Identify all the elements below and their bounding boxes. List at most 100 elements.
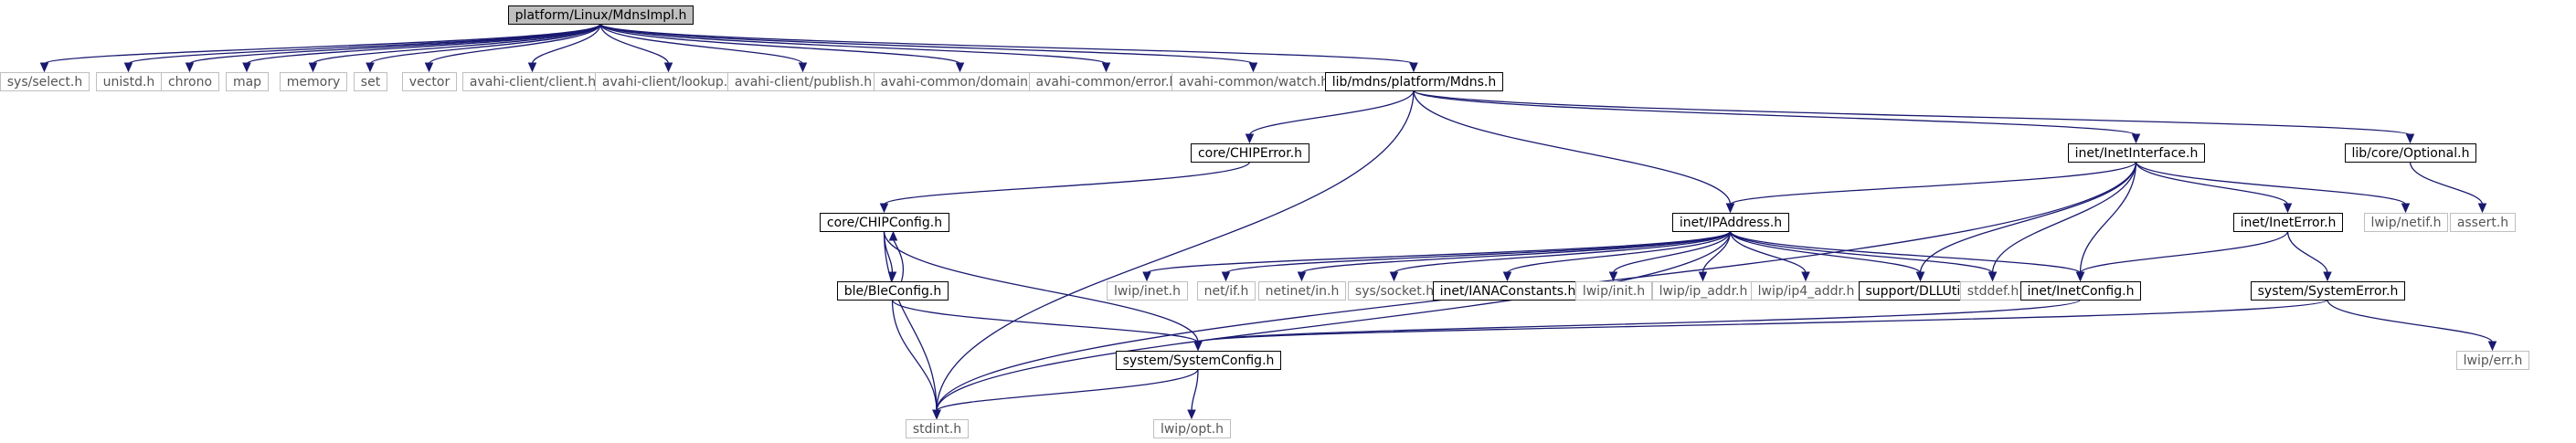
node-stdint: stdint.h bbox=[906, 419, 969, 438]
node-box bbox=[1153, 419, 1231, 438]
edge-root-to-memory bbox=[312, 23, 601, 65]
node-inetiface[interactable]: inet/InetInterface.h bbox=[2068, 143, 2205, 163]
edge-ipaddress-to-net-if bbox=[1224, 230, 1732, 274]
edge-arrowhead bbox=[39, 62, 49, 73]
node-label: stddef.h bbox=[1967, 284, 2019, 299]
node-box bbox=[161, 72, 219, 91]
node-sys-select: sys/select.h bbox=[0, 72, 90, 91]
edge-arrowhead bbox=[2401, 203, 2411, 214]
node-ineterror[interactable]: inet/InetError.h bbox=[2233, 213, 2343, 232]
edge-ipaddress-to-stddef bbox=[1729, 230, 1994, 274]
node-label: sys/select.h bbox=[7, 75, 83, 90]
node-label: system/SystemError.h bbox=[2258, 284, 2399, 299]
node-dllutil[interactable]: support/DLLUtil.h bbox=[1859, 281, 1983, 301]
edge-inetiface-to-lwip-netif bbox=[2135, 161, 2407, 206]
edge-syserror-to-lwip-err bbox=[2327, 299, 2494, 343]
node-chipconfig[interactable]: core/CHIPConfig.h bbox=[820, 213, 949, 232]
edge-arrowhead bbox=[185, 62, 195, 73]
node-label: avahi-common/error.h bbox=[1036, 75, 1178, 90]
edge-arrowhead bbox=[2075, 271, 2085, 282]
node-box bbox=[820, 213, 949, 232]
node-netinet-in: netinet/in.h bbox=[1258, 281, 1346, 301]
node-label: inet/InetError.h bbox=[2241, 216, 2337, 230]
edge-ipaddress-to-iana bbox=[1506, 230, 1732, 274]
edge-bleconfig-to-sysconfig bbox=[891, 299, 1199, 343]
node-label: lwip/err.h bbox=[2464, 353, 2523, 368]
node-label: avahi-common/watch.h bbox=[1179, 75, 1329, 90]
edge-arrowhead bbox=[1193, 341, 1203, 352]
node-ipaddress[interactable]: inet/IPAddress.h bbox=[1672, 213, 1789, 232]
edge-ipaddress-to-inetconfig bbox=[1729, 230, 2082, 274]
node-lwip-init: lwip/init.h bbox=[1575, 281, 1652, 301]
node-avahi-error: avahi-common/error.h bbox=[1029, 72, 1184, 91]
edge-inetiface-to-ineterror bbox=[2135, 161, 2289, 206]
node-label: lib/mdns/platform/Mdns.h bbox=[1332, 75, 1496, 90]
node-box bbox=[2345, 143, 2476, 163]
edge-inetiface-to-inetconfig bbox=[2079, 161, 2137, 274]
node-sysconfig[interactable]: system/SystemConfig.h bbox=[1116, 351, 1281, 370]
node-lwip-ipaddr: lwip/ip_addr.h bbox=[1652, 281, 1754, 301]
edge-inetconfig-to-sysconfig bbox=[1197, 299, 2082, 343]
node-box bbox=[1325, 72, 1503, 91]
edge-arrowhead bbox=[1389, 271, 1399, 282]
node-label: inet/IPAddress.h bbox=[1680, 216, 1782, 230]
node-map: map bbox=[226, 72, 269, 91]
edge-inetiface-to-ipaddress bbox=[1729, 161, 2137, 206]
edge-root-to-sys-select bbox=[43, 23, 601, 65]
node-box bbox=[280, 72, 347, 91]
node-label: lwip/netif.h bbox=[2371, 216, 2442, 230]
edge-arrowhead bbox=[955, 62, 965, 73]
node-box bbox=[2068, 143, 2205, 163]
node-label: lwip/ip4_addr.h bbox=[1758, 284, 1855, 299]
node-label: system/SystemConfig.h bbox=[1123, 353, 1275, 368]
edge-arrowhead bbox=[1608, 271, 1618, 282]
node-label: platform/Linux/MdnsImpl.h bbox=[515, 8, 687, 23]
node-box bbox=[1107, 281, 1188, 301]
node-box bbox=[402, 72, 457, 91]
edge-root-to-avahi-error bbox=[599, 23, 1108, 65]
node-optional[interactable]: lib/core/Optional.h bbox=[2345, 143, 2476, 163]
node-box bbox=[2233, 213, 2343, 232]
edge-arrowhead bbox=[1187, 409, 1196, 420]
node-lwip-opt: lwip/opt.h bbox=[1153, 419, 1231, 438]
edge-ipaddress-to-dllutil bbox=[1729, 230, 1922, 274]
node-box bbox=[508, 5, 694, 25]
node-assert: assert.h bbox=[2450, 213, 2516, 232]
node-box bbox=[837, 281, 949, 301]
node-label: stdint.h bbox=[913, 422, 961, 437]
edge-arrowhead bbox=[1409, 62, 1418, 73]
node-label: lwip/opt.h bbox=[1161, 422, 1224, 437]
node-inetconfig[interactable]: inet/InetConfig.h bbox=[2020, 281, 2141, 301]
edge-arrowhead bbox=[1248, 62, 1258, 73]
node-chrono: chrono bbox=[161, 72, 219, 91]
node-label: set bbox=[361, 75, 381, 90]
node-label: netinet/in.h bbox=[1266, 284, 1340, 299]
node-label: core/CHIPError.h bbox=[1198, 146, 1302, 161]
node-mdns[interactable]: lib/mdns/platform/Mdns.h bbox=[1325, 72, 1503, 91]
edge-arrowhead bbox=[2131, 133, 2141, 144]
node-vector: vector bbox=[402, 72, 457, 91]
node-syserror[interactable]: system/SystemError.h bbox=[2251, 281, 2405, 301]
node-lwip-ip4addr: lwip/ip4_addr.h bbox=[1751, 281, 1861, 301]
node-root[interactable]: platform/Linux/MdnsImpl.h bbox=[508, 5, 694, 25]
node-label: vector bbox=[409, 75, 451, 90]
edge-chipconfig-to-stdint bbox=[883, 230, 938, 412]
node-label: inet/InetConfig.h bbox=[2028, 284, 2135, 299]
edge-arrowhead bbox=[1101, 62, 1111, 73]
node-chiperror[interactable]: core/CHIPError.h bbox=[1191, 143, 1309, 163]
node-label: core/CHIPConfig.h bbox=[827, 216, 942, 230]
node-avahi-lookup: avahi-client/lookup.h bbox=[595, 72, 743, 91]
node-memory: memory bbox=[280, 72, 347, 91]
node-box bbox=[2251, 281, 2405, 301]
edge-mdns-to-inetiface bbox=[1413, 90, 2137, 136]
edge-mdns-to-stdint bbox=[936, 90, 1415, 412]
edge-arrowhead bbox=[1698, 271, 1708, 282]
edge-arrowhead bbox=[424, 62, 434, 73]
edge-arrowhead bbox=[1221, 271, 1231, 282]
node-iana[interactable]: inet/IANAConstants.h bbox=[1433, 281, 1583, 301]
edge-root-to-avahi-watch bbox=[599, 23, 1255, 65]
edge-arrowhead bbox=[2477, 203, 2487, 214]
node-bleconfig[interactable]: ble/BleConfig.h bbox=[837, 281, 949, 301]
edge-optional-to-assert bbox=[2409, 161, 2484, 206]
